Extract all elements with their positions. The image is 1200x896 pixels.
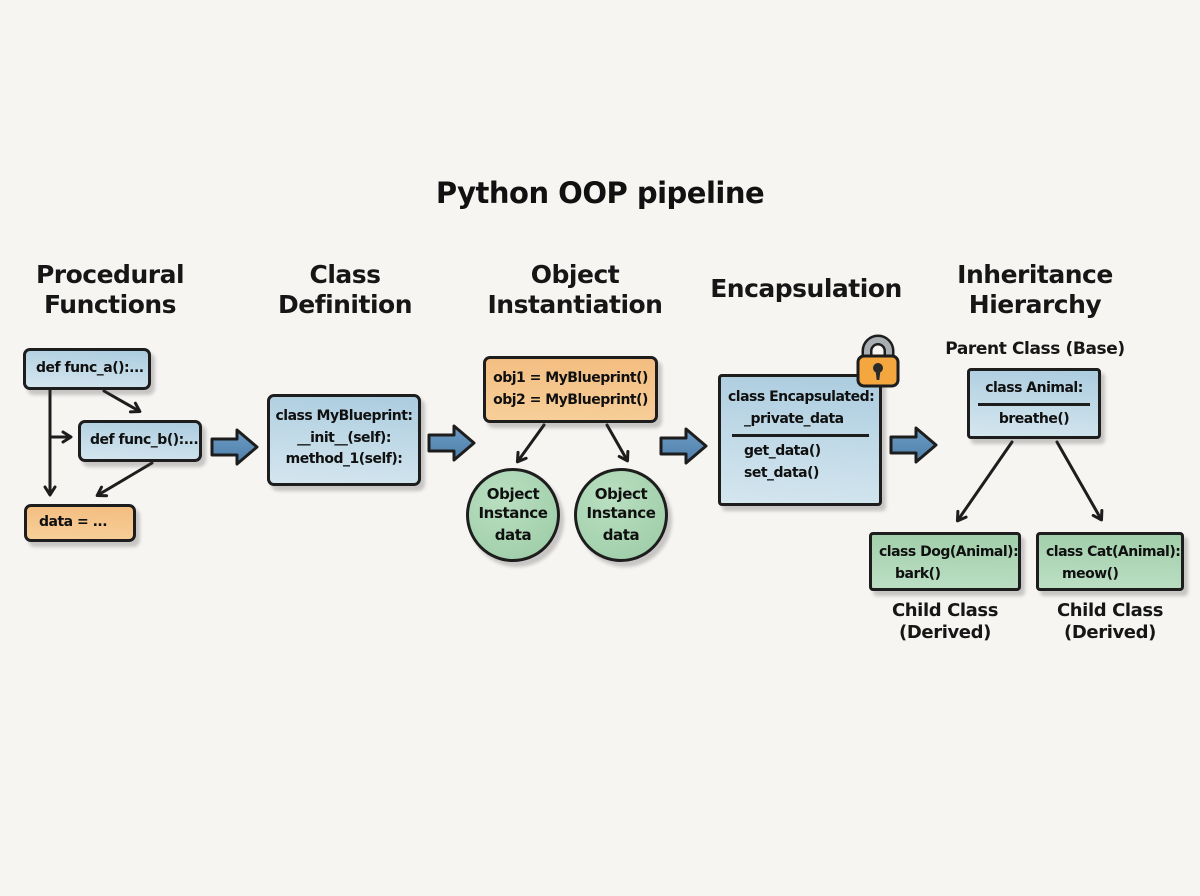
arrow-funcb-to-data (95, 461, 154, 498)
func-a-code: def func_a():... (36, 360, 144, 377)
setter-method: set_data() (744, 465, 819, 482)
class-def-line: __init__(self): (297, 429, 391, 446)
class-def-line: method_1(self): (285, 451, 403, 468)
func-b-box: def func_b():... (78, 420, 202, 462)
arrow-funca-to-funcb (102, 389, 142, 414)
child-class-label-dog: Child Class (Derived) (891, 600, 999, 643)
flow-arrow-icon (427, 424, 476, 462)
instantiation-box: obj1 = MyBlueprint() obj2 = MyBlueprint(… (483, 356, 658, 423)
object-instance-circle-1: Object Instance data (466, 468, 560, 562)
child-class-cat-box: class Cat(Animal): meow() (1036, 532, 1184, 591)
getter-method: get_data() (744, 443, 821, 460)
arrow-obj-to-instance-2 (605, 423, 630, 463)
flow-arrow-icon (889, 426, 938, 464)
func-b-code: def func_b():... (90, 432, 199, 449)
dog-method: bark() (895, 565, 941, 582)
encapsulation-box: class Encapsulated: _private_data get_da… (718, 374, 882, 506)
func-a-box: def func_a():... (23, 348, 151, 390)
instantiation-line: obj1 = MyBlueprint() (493, 370, 648, 386)
heading-encapsulation: Encapsulation (710, 274, 902, 303)
dog-class-line: class Dog(Animal): (879, 544, 1019, 560)
cat-class-line: class Cat(Animal): (1046, 544, 1181, 560)
member-divider (732, 434, 869, 438)
arrow-obj-to-instance-1 (515, 423, 546, 464)
data-box: data = ... (24, 504, 136, 542)
heading-class-definition: Class Definition (277, 260, 413, 319)
page-title: Python OOP pipeline (435, 176, 765, 210)
heading-inheritance-hierarchy: Inheritance Hierarchy (957, 260, 1113, 319)
heading-procedural-functions: Procedural Functions (35, 260, 185, 319)
instantiation-line: obj2 = MyBlueprint() (493, 391, 648, 408)
child-class-label-cat: Child Class (Derived) (1056, 600, 1164, 643)
flow-arrow-icon (210, 428, 259, 466)
parent-class-box: class Animal: breathe() (967, 368, 1101, 439)
class-def-line: class MyBlueprint: (275, 408, 413, 424)
cat-method: meow() (1062, 565, 1119, 582)
arrow-animal-to-cat (1055, 440, 1104, 522)
child-class-dog-box: class Dog(Animal): bark() (869, 532, 1021, 591)
animal-method: breathe() (998, 410, 1070, 427)
member-divider (978, 402, 1090, 406)
private-attribute: _private_data (744, 410, 844, 427)
parent-class-label: Parent Class (Base) (945, 339, 1125, 359)
class-definition-box: class MyBlueprint: __init__(self): metho… (267, 394, 421, 486)
animal-class-line: class Animal: (985, 380, 1083, 396)
data-code: data = ... (39, 514, 108, 531)
heading-object-instantiation: Object Instantiation (487, 260, 663, 319)
encapsulation-class-line: class Encapsulated: (728, 389, 875, 405)
arrow-animal-to-dog (955, 440, 1014, 523)
object-instance-circle-2: Object Instance data (574, 468, 668, 562)
lock-icon (856, 334, 900, 388)
flow-arrow-icon (659, 427, 708, 465)
